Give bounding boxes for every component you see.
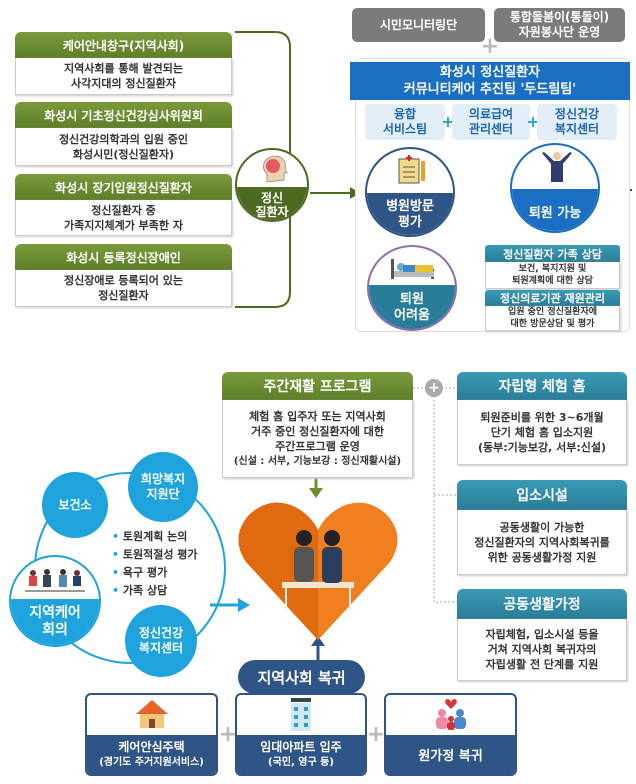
group-home-title: 공동생활가정 bbox=[457, 589, 627, 619]
plus-icon: + bbox=[425, 379, 443, 397]
housing-desc: 자립생활 전 단계를 지원 bbox=[485, 658, 599, 671]
target-desc: 가족지지체계가 부족한 자 bbox=[64, 218, 183, 232]
option-title: 임대아파트 입주 bbox=[260, 739, 342, 754]
agenda-item: • 욕구 평가 bbox=[112, 566, 168, 579]
team-title-line: 화성시 정신질환자 bbox=[439, 65, 541, 80]
option-title: 원가정 복귀 bbox=[386, 735, 515, 774]
housing-desc: 단기 체험 홈 입소지원 bbox=[490, 425, 594, 439]
member-label: 서비스팀 bbox=[382, 122, 428, 136]
hope-node-label: 지원단 bbox=[146, 487, 180, 501]
care-housing-option: 케어안심주택 (경기도 주거지원서비스) bbox=[85, 693, 218, 776]
independent-home-title: 자립형 체험 홈 bbox=[457, 372, 627, 400]
volunteer-label: 통합돌봄이(통돌이) bbox=[509, 10, 610, 24]
inpatient-manage-title: 정신의료기관 재원관리 bbox=[485, 290, 620, 306]
housing-desc: 정신질환자의 지역사회복귀를 bbox=[474, 535, 610, 549]
target-desc: 정신건강의학과의 입원 중인 bbox=[58, 132, 189, 146]
member-label: 관리센터 bbox=[468, 122, 514, 136]
housing-desc: 공동생활이 가능한 bbox=[499, 520, 585, 534]
visit-label: 평가 bbox=[398, 215, 422, 230]
service-desc: 보건, 복지지원 및 bbox=[518, 264, 587, 274]
plus-icon: + bbox=[218, 722, 238, 747]
option-title: 케어안심주택 bbox=[118, 739, 185, 754]
member-label: 복지센터 bbox=[554, 122, 600, 136]
checklist-icon bbox=[398, 155, 425, 184]
agenda-item: • 토원계획 논의 bbox=[112, 530, 188, 543]
cheering-person-icon bbox=[542, 152, 572, 182]
target-desc: 정신장애로 등록되어 있는 bbox=[64, 274, 183, 287]
member-label: 의료급여 bbox=[468, 107, 514, 121]
meeting-people-icon bbox=[25, 569, 85, 592]
target-desc: 정신질환자 bbox=[98, 289, 149, 302]
target-desc: 사각지대의 정신질환자 bbox=[70, 77, 177, 90]
health-center-node: 보건소 bbox=[42, 472, 108, 538]
plus-icon: + bbox=[366, 722, 386, 747]
option-sub: (경기도 주거지원서비스) bbox=[99, 756, 204, 768]
service-desc: 입원 중인 정신질환자에 bbox=[507, 307, 598, 317]
member-label: 정신건강 bbox=[554, 107, 600, 121]
brain-head-icon bbox=[262, 155, 288, 183]
housing-desc: 퇴원준비를 위한 3~6개월 bbox=[480, 410, 604, 424]
community-return-pill: 지역사회 복귀 bbox=[238, 660, 365, 694]
mental-center-node-label: 복지센터 bbox=[138, 641, 184, 655]
plus-icon: + bbox=[480, 33, 500, 59]
house-icon bbox=[136, 700, 168, 728]
volunteer-label: 자원봉사단 운영 bbox=[518, 25, 601, 39]
patient-label: 정신 bbox=[260, 190, 284, 205]
discharge-ok-circle: 퇴원 가능 bbox=[510, 143, 600, 233]
heart-couple-illustration bbox=[238, 502, 398, 640]
housing-desc: 거쳐 지역사회 복귀자의 bbox=[487, 643, 597, 656]
plus-icon: + bbox=[441, 112, 455, 131]
visit-label: 병원방문 bbox=[386, 199, 434, 214]
care-meeting-label: 지역케어 bbox=[29, 605, 81, 621]
target-title: 케어안내창구(지역사회) bbox=[15, 32, 232, 58]
hope-node-label: 희망복지 bbox=[140, 472, 186, 486]
day-program-title: 주간재활 프로그램 bbox=[222, 372, 413, 400]
rental-apartment-option: 임대아파트 입주 (국민, 영구 등) bbox=[235, 693, 367, 776]
housing-desc: 위한 공동생활가정 지원 bbox=[487, 550, 597, 564]
bed-icon bbox=[391, 259, 434, 279]
patient-label: 질환자 bbox=[255, 204, 289, 219]
apartment-building-icon bbox=[291, 698, 311, 731]
housing-desc: (동부:기능보강, 서부:신설) bbox=[477, 440, 607, 454]
agenda-item: • 가족 상담 bbox=[112, 584, 168, 597]
target-desc: 지역사회를 통해 발견되는 bbox=[64, 62, 183, 75]
day-program-desc: 주간프로그램 운영 bbox=[275, 439, 360, 453]
day-program-desc: (신설 : 서부, 기능보강 : 정신재활시설) bbox=[233, 455, 402, 467]
discharge-ok-label: 퇴원 가능 bbox=[512, 189, 598, 231]
discharge-hard-label: 퇴원 bbox=[400, 292, 424, 307]
day-program-desc: 체험 홈 입주자 또는 지역사회 bbox=[249, 409, 386, 423]
family-counsel-title: 정신질환자 가족 상담 bbox=[485, 245, 620, 262]
family-heart-icon bbox=[436, 699, 466, 730]
target-desc: 화성시민(정신질환자) bbox=[72, 147, 175, 161]
residential-facility-title: 입소시설 bbox=[457, 480, 627, 510]
family-return-option: 원가정 복귀 bbox=[384, 693, 517, 776]
citizen-monitor-box: 시민모니터링단 bbox=[352, 8, 485, 42]
target-title: 화성시 등록정신장애인 bbox=[15, 244, 232, 270]
team-title-line: 커뮤니티케어 추진팀 '두드림팀' bbox=[403, 82, 577, 97]
day-program-desc: 거주 중인 정신질환자에 대한 bbox=[251, 424, 384, 438]
service-desc: 대한 방문상담 및 평가 bbox=[510, 319, 595, 329]
target-title: 화성시 장기입원정신질환자 bbox=[15, 174, 232, 200]
plus-icon: + bbox=[526, 112, 540, 131]
agenda-item: • 토원적절성 평가 bbox=[112, 548, 198, 561]
target-desc: 정신질환자 중 bbox=[91, 203, 156, 217]
member-label: 융합 bbox=[393, 107, 417, 121]
target-title: 화성시 기초정신건강심사위원회 bbox=[15, 102, 232, 128]
housing-desc: 자립체험, 입소시설 등을 bbox=[485, 628, 599, 641]
service-desc: 퇴원계획에 대한 상담 bbox=[512, 276, 593, 286]
mental-center-node-label: 정신건강 bbox=[138, 626, 184, 640]
discharge-hard-label: 어려움 bbox=[394, 308, 430, 323]
care-meeting-label: 회의 bbox=[42, 622, 68, 638]
option-sub: (국민, 영구 등) bbox=[268, 756, 334, 768]
meeting-agenda-list: • 토원계획 논의 • 토원적절성 평가 • 욕구 평가 • 가족 상담 bbox=[112, 528, 198, 600]
